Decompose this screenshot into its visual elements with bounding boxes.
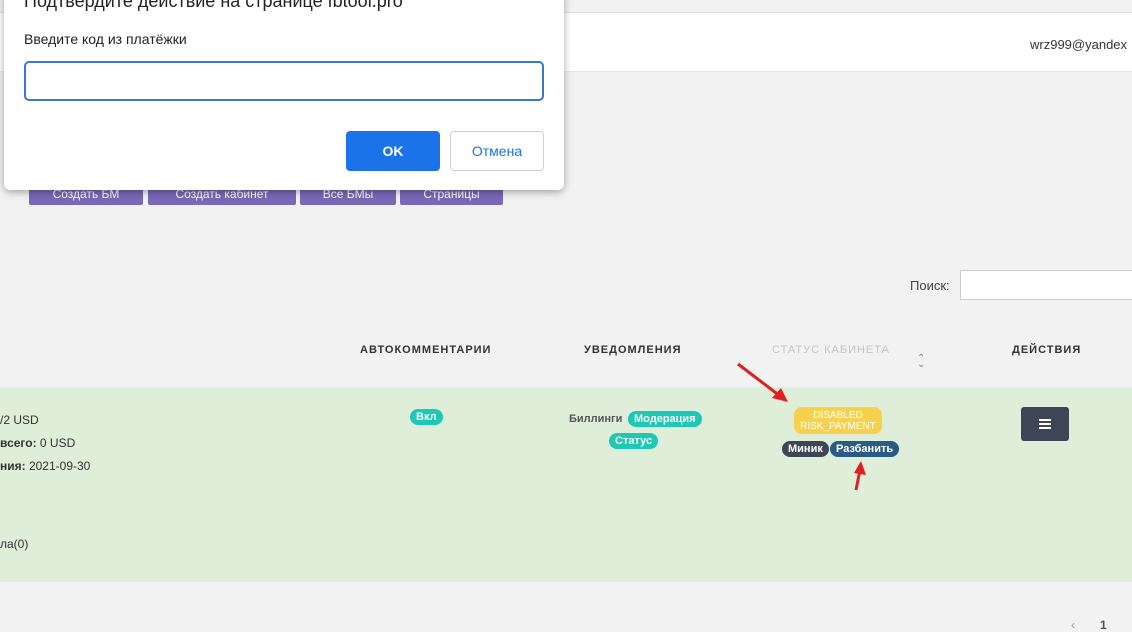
row-spend: /2 USD [0,413,39,427]
billing-badge[interactable]: Биллинги [569,413,623,425]
cancel-button[interactable]: Отмена [450,131,544,171]
confirm-dialog: Подтвердите действие на странице fbtool.… [4,0,564,190]
dialog-title: Подтвердите действие на странице fbtool.… [24,0,403,11]
sort-icon[interactable]: ⌃⌄ [917,353,926,370]
status-badge: DISABLED RISK_PAYMENT [794,407,882,434]
header-notifications[interactable]: УВЕДОМЛЕНИЯ [584,344,682,356]
autocomments-badge[interactable]: Вкл [410,409,443,425]
pagination-page[interactable]: 1 [1100,618,1107,632]
header-autocomments[interactable]: АВТОКОММЕНТАРИИ [360,344,492,356]
search-input[interactable] [960,270,1132,300]
payment-code-input[interactable] [24,61,544,101]
dialog-message: Введите код из платёжки [24,31,187,47]
status-notify-badge[interactable]: Статус [609,433,659,449]
user-email[interactable]: wrz999@yandex [1030,37,1128,52]
row-link[interactable]: ла(0) [0,537,29,551]
pagination-prev[interactable]: ‹ [1071,618,1075,632]
arrow-to-unban [854,461,866,491]
header-actions: ДЕЙСТВИЯ [1012,344,1082,356]
search-label: Поиск: [910,278,950,293]
moderation-badge[interactable]: Модерация [628,411,702,427]
actions-menu-button[interactable] [1021,407,1069,441]
row-date: ния: 2021-09-30 [0,459,91,473]
minik-badge[interactable]: Миник [782,441,829,457]
table-row: /2 USD всего: 0 USD ния: 2021-09-30 ла(0… [0,387,1132,582]
header-cabinet-status[interactable]: СТАТУС КАБИНЕТА [772,344,890,356]
unban-button[interactable]: Разбанить [830,441,900,457]
row-total: всего: 0 USD [0,436,76,450]
arrow-to-status [737,362,788,402]
ok-button[interactable]: OK [346,131,440,171]
